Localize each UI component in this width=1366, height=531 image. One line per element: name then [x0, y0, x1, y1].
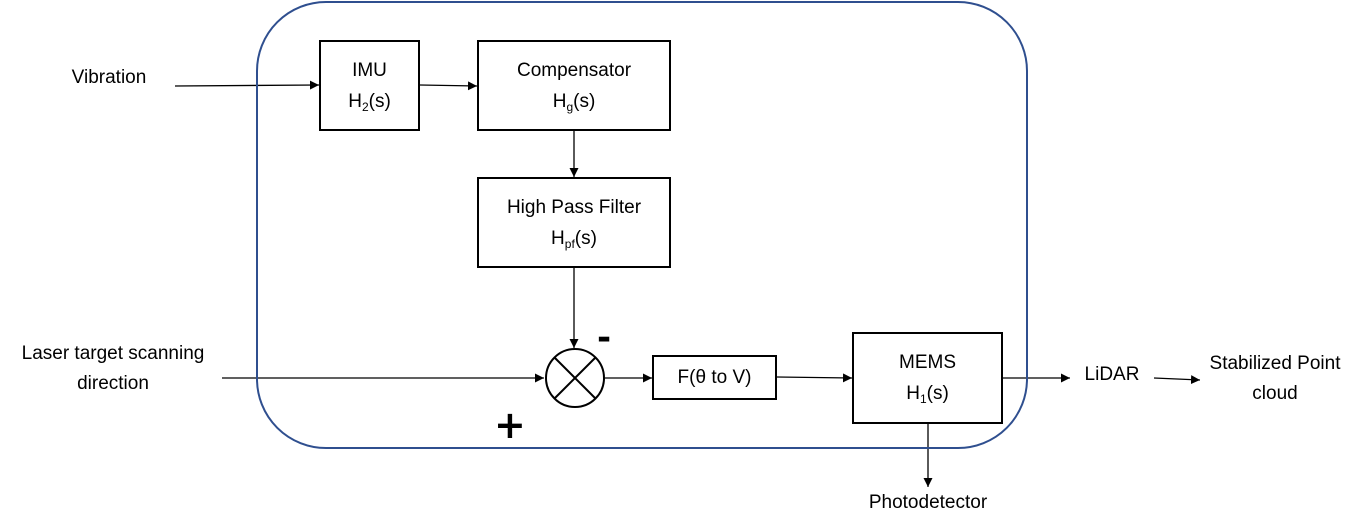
- angle-to-voltage-block: F(θ to V): [652, 355, 777, 400]
- high-pass-filter-block-name: High Pass Filter: [506, 196, 642, 218]
- minus-sign: -: [597, 318, 612, 358]
- imu-to-compensator-arrow: [419, 81, 478, 91]
- stabilized-point-cloud-line-1: Stabilized Point: [1209, 353, 1341, 374]
- imu-block-name: IMU: [352, 59, 387, 81]
- photodetector-label: Photodetector: [868, 492, 988, 513]
- converter-to-mems-arrow: [776, 373, 853, 383]
- lidar-to-point-cloud-arrow: [1153, 375, 1201, 385]
- compensator-block: Compensator Hg(s): [477, 40, 671, 131]
- mems-block-name: MEMS: [899, 352, 956, 373]
- angle-to-voltage-block-name: F(θ to V): [677, 367, 752, 388]
- high-pass-filter-block: High Pass Filter Hpf(s): [477, 177, 671, 268]
- vibration-arrow: [174, 80, 320, 90]
- stabilized-point-cloud-line-2: cloud: [1252, 383, 1298, 404]
- imu-block: IMU H2(s): [319, 40, 420, 131]
- imu-transfer-function: H2(s): [348, 90, 391, 114]
- laser-direction-line-2: direction: [77, 373, 149, 394]
- high-pass-filter-transfer-function: Hpf(s): [551, 227, 597, 251]
- mems-block: MEMS H1(s): [852, 332, 1003, 424]
- plus-sign: +: [494, 403, 526, 447]
- laser-direction-line-1: Laser target scanning: [21, 343, 205, 364]
- laser-direction-label: Laser target scanning direction: [8, 339, 218, 399]
- mems-transfer-function: H1(s): [906, 383, 949, 406]
- vibration-label: Vibration: [71, 67, 147, 88]
- lidar-label: LiDAR: [1084, 364, 1140, 385]
- stabilized-point-cloud-label: Stabilized Point cloud: [1198, 349, 1352, 409]
- summing-junction: [545, 348, 605, 408]
- stabilization-system-frame: [256, 1, 1028, 449]
- compensator-transfer-function: Hg(s): [552, 90, 596, 114]
- compensator-block-name: Compensator: [516, 59, 632, 81]
